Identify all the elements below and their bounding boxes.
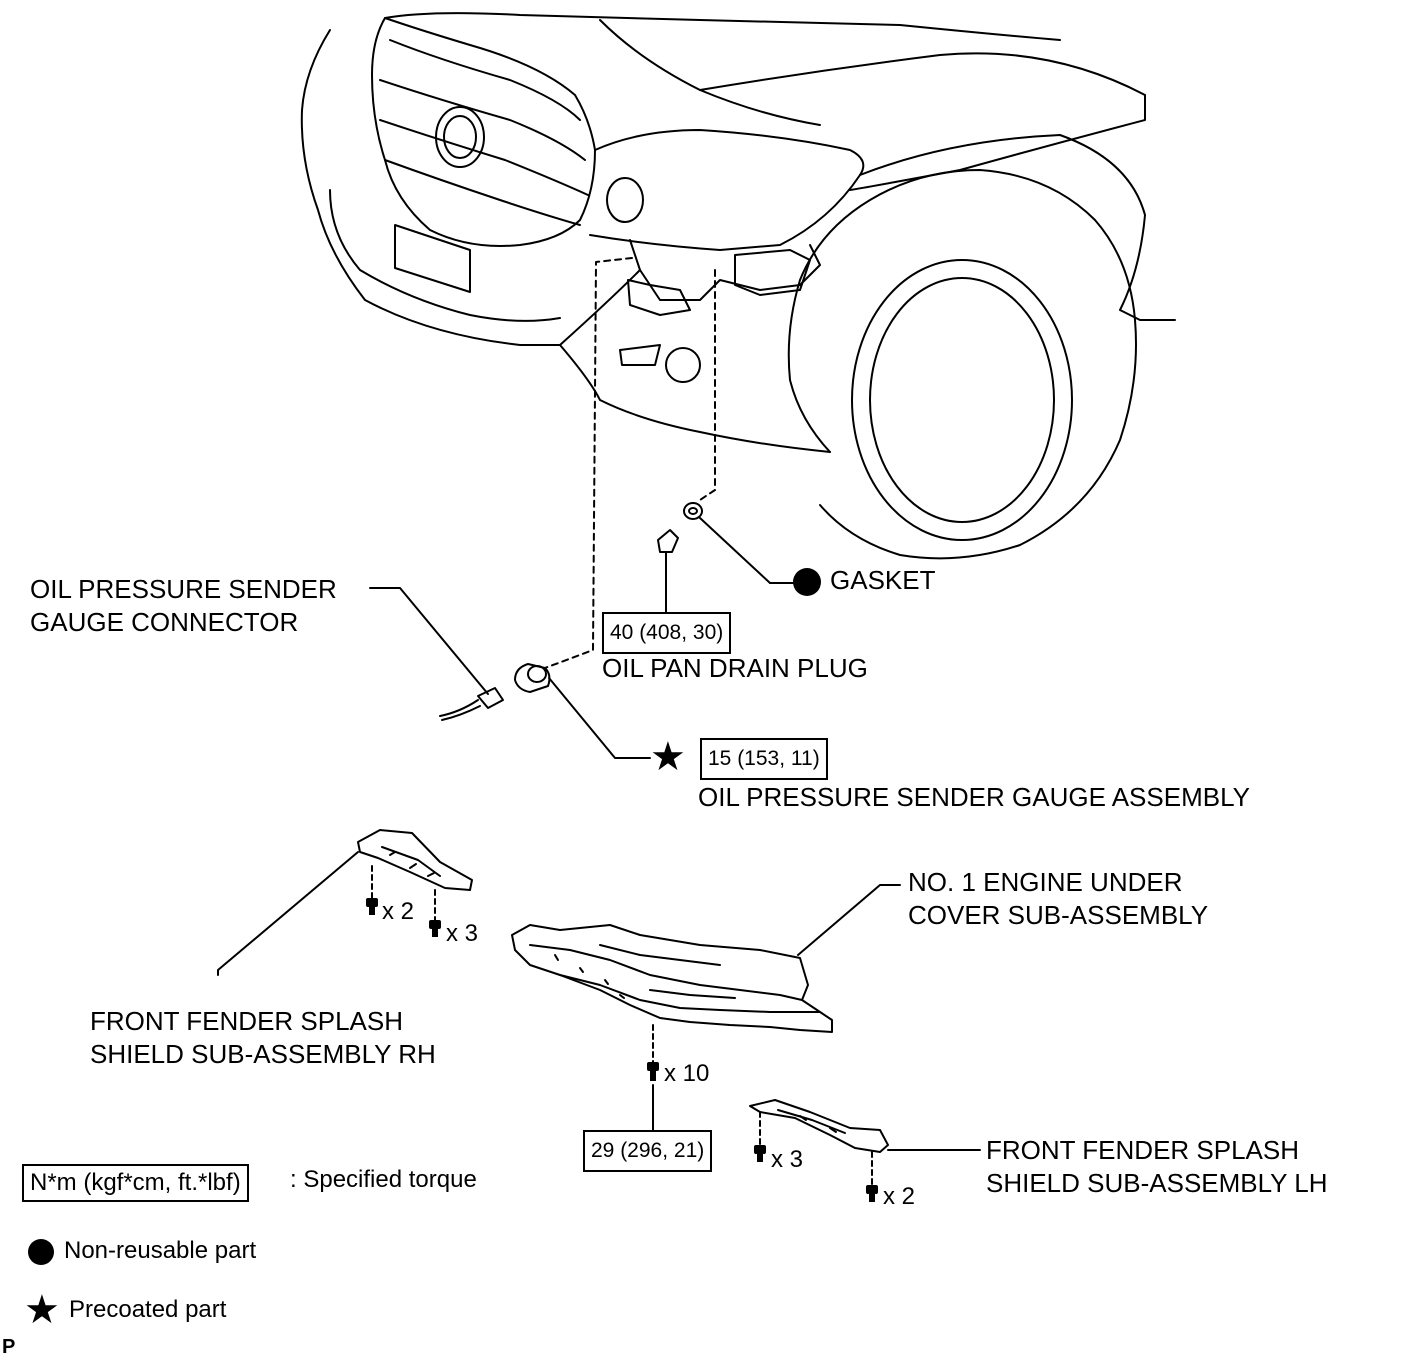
rh-bolt-qty-3: x 3: [446, 920, 479, 947]
bolt-icon: [366, 898, 378, 907]
lh-shield-part: [749, 1099, 889, 1153]
drain-plug-torque: 40 (408, 30): [602, 612, 732, 654]
connector-label-line1: OIL PRESSURE SENDER: [30, 574, 337, 604]
under-cover-label-line2: COVER SUB-ASSEMBLY: [908, 900, 1209, 930]
connector-label-line2: GAUGE CONNECTOR: [30, 607, 299, 637]
lh-bolt-qty-3: x 3: [771, 1146, 804, 1173]
corner-mark: P: [2, 1336, 16, 1358]
drain-plug-leader: [699, 269, 716, 501]
bolt-icon: [429, 920, 441, 929]
legend-torque-text: : Specified torque: [290, 1166, 477, 1193]
drain-plug-part: [657, 529, 679, 553]
drain-plug-label: OIL PAN DRAIN PLUG: [602, 653, 868, 683]
gasket-part: [683, 502, 703, 520]
non-reusable-icon: [793, 568, 821, 596]
legend-non-reusable: Non-reusable part: [64, 1237, 257, 1264]
lh-shield-label-line2: SHIELD SUB-ASSEMBLY LH: [986, 1168, 1328, 1198]
sender-torque: 15 (153, 11): [700, 738, 828, 780]
vehicle-front-illustration: [300, 12, 1176, 560]
lh-shield-label-line1: FRONT FENDER SPLASH: [986, 1135, 1300, 1165]
under-cover-torque: 29 (296, 21): [583, 1130, 713, 1172]
lh-bolt-qty-2: x 2: [883, 1183, 916, 1210]
rh-shield-label-line1: FRONT FENDER SPLASH: [90, 1006, 404, 1036]
legend-star-icon: ★: [24, 1288, 60, 1332]
rh-shield-part: [357, 829, 473, 891]
bolt-icon: [866, 1185, 878, 1194]
legend-dot-icon: [28, 1239, 54, 1265]
precoated-icon: ★: [650, 735, 686, 779]
rh-bolt-qty-2: x 2: [382, 898, 415, 925]
connector-part: [477, 687, 504, 709]
under-cover-label-line1: NO. 1 ENGINE UNDER: [908, 867, 1183, 897]
legend-precoated: Precoated part: [69, 1296, 227, 1323]
bolt-icon: [647, 1062, 659, 1071]
sender-assembly-label: OIL PRESSURE SENDER GAUGE ASSEMBLY: [698, 782, 1250, 812]
rh-shield-label-line2: SHIELD SUB-ASSEMBLY RH: [90, 1039, 436, 1069]
under-cover-part: [511, 924, 833, 1033]
bolt-icon: [754, 1145, 766, 1154]
cover-bolt-qty: x 10: [664, 1060, 710, 1087]
sender-leader: [544, 257, 633, 669]
gasket-label: GASKET: [830, 565, 936, 595]
sender-gauge-part: [514, 663, 551, 693]
legend-torque-box: N*m (kgf*cm, ft.*lbf): [22, 1164, 249, 1202]
